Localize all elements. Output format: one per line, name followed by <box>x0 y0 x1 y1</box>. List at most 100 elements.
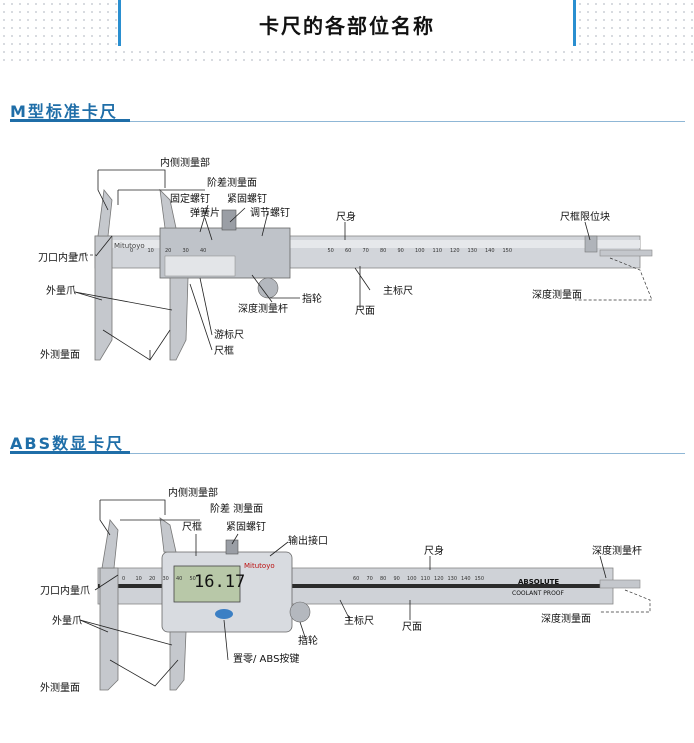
scale-number: 120 <box>450 248 460 254</box>
scale-number: 20 <box>165 248 171 254</box>
abs-logo: ABSOLUTE <box>518 578 560 586</box>
zero-abs-button <box>215 609 233 619</box>
digital-fixed-inside-jaw <box>101 519 119 569</box>
scale-number: 30 <box>183 248 189 254</box>
label-stopper: 尺框限位块 <box>560 212 610 223</box>
section-accent-2 <box>10 451 130 454</box>
scale-number: 130 <box>468 248 478 254</box>
label-d-knife-jaw: 刀口内量爪 <box>40 586 90 597</box>
label-d-depth-rod: 深度测量杆 <box>592 546 642 557</box>
scale-number: 40 <box>200 248 206 254</box>
fixed-outside-jaw <box>94 235 113 361</box>
scale-number: 140 <box>461 576 471 582</box>
section-title-standard: M型标准卡尺 <box>10 102 118 121</box>
label-outside-jaw: 外量爪 <box>46 286 76 297</box>
fixed-inside-jaw <box>97 189 113 237</box>
scale-number: 60 <box>345 248 351 254</box>
scale-number: 50 <box>328 248 334 254</box>
label-vernier: 游标尺 <box>214 330 244 341</box>
moving-outside-jaw <box>169 277 189 361</box>
section-divider <box>10 121 685 122</box>
digital-lock-screw <box>225 539 239 555</box>
header-right-bar <box>573 0 576 46</box>
scale-number: 150 <box>475 576 485 582</box>
scale-number: 130 <box>448 576 458 582</box>
scale-number: 0 <box>130 248 133 254</box>
scale-number: 80 <box>380 576 386 582</box>
label-thumb: 指轮 <box>302 294 322 305</box>
scale-number: 140 <box>485 248 495 254</box>
section-title-digital: ABS数显卡尺 <box>10 434 125 453</box>
scale-number: 0 <box>122 576 125 582</box>
header: 卡尺的各部位名称 <box>118 0 576 46</box>
label-slider: 尺框 <box>214 346 234 357</box>
moving-inside-jaw <box>159 188 177 229</box>
label-ruler-face: 尺面 <box>355 306 375 317</box>
stopper-block <box>584 235 598 253</box>
label-main-scale: 主标尺 <box>383 286 413 297</box>
scale-number: 110 <box>433 248 443 254</box>
brand-logo-2: Mitutoyo <box>244 562 275 570</box>
label-d-inside-face: 内侧测量部 <box>168 488 218 499</box>
label-d-slider: 尺框 <box>182 522 202 533</box>
thumb-wheel <box>257 277 279 299</box>
lcd-value: 16.17 <box>194 572 246 592</box>
scale-number: 40 <box>176 576 182 582</box>
scale-number: 100 <box>415 248 425 254</box>
label-d-thumb: 指轮 <box>298 636 318 647</box>
label-knife-jaw: 刀口内量爪 <box>38 253 88 264</box>
label-d-main-scale: 主标尺 <box>344 616 374 627</box>
vernier-plate <box>164 255 236 277</box>
brand-logo-1: Mitutoyo <box>114 242 145 250</box>
label-d-ruler-face: 尺面 <box>402 622 422 633</box>
scale-number: 120 <box>434 576 444 582</box>
scale-number: 70 <box>367 576 373 582</box>
digital-fixed-jaw <box>99 567 119 691</box>
label-d-body: 尺身 <box>424 546 444 557</box>
label-inside-face: 内侧测量部 <box>160 158 210 169</box>
scale-number: 60 <box>353 576 359 582</box>
label-depth-face: 深度测量面 <box>532 290 582 301</box>
label-adjust-screw: 调节螺钉 <box>250 208 290 219</box>
scale-number: 90 <box>394 576 400 582</box>
section-accent <box>10 119 130 122</box>
label-d-outside-face: 外测量面 <box>40 683 80 694</box>
label-fix-screw: 固定螺钉 <box>170 194 210 205</box>
scale-number: 90 <box>398 248 404 254</box>
lcd-display <box>173 565 241 603</box>
label-d-output: 输出接口 <box>288 536 328 547</box>
label-body: 尺身 <box>336 212 356 223</box>
digital-depth-rod <box>599 579 641 589</box>
scale-number: 100 <box>407 576 417 582</box>
scale-number: 150 <box>503 248 513 254</box>
label-spring: 弹簧片 <box>190 208 220 219</box>
label-d-step-face: 阶差 测量面 <box>210 504 264 515</box>
label-outside-face: 外测量面 <box>40 350 80 361</box>
label-d-zero-btn: 置零/ ABS按键 <box>233 654 300 665</box>
scale-number: 30 <box>163 576 169 582</box>
label-d-lock-screw: 紧固螺钉 <box>226 522 266 533</box>
scale-number: 50 <box>190 576 196 582</box>
digital-thumb-wheel <box>289 601 311 623</box>
scale-number: 20 <box>149 576 155 582</box>
lock-screw <box>221 209 237 231</box>
depth-rod <box>599 249 653 257</box>
label-d-outside-jaw: 外量爪 <box>52 616 82 627</box>
section-divider-2 <box>10 453 685 454</box>
scale-number: 80 <box>380 248 386 254</box>
label-step-face: 阶差测量面 <box>207 178 257 189</box>
coolant-proof: COOLANT PROOF <box>512 590 564 597</box>
label-d-depth-face: 深度测量面 <box>541 614 591 625</box>
scale-number: 10 <box>148 248 154 254</box>
header-left-bar <box>118 0 121 46</box>
scale-number: 70 <box>363 248 369 254</box>
digital-moving-jaw <box>169 631 187 691</box>
scale-number: 110 <box>421 576 431 582</box>
digital-moving-inside-jaw <box>159 517 177 553</box>
label-lock-screw: 紧固螺钉 <box>227 194 267 205</box>
label-depth-rod: 深度测量杆 <box>238 304 288 315</box>
scale-number: 10 <box>136 576 142 582</box>
page-title: 卡尺的各部位名称 <box>259 14 435 38</box>
